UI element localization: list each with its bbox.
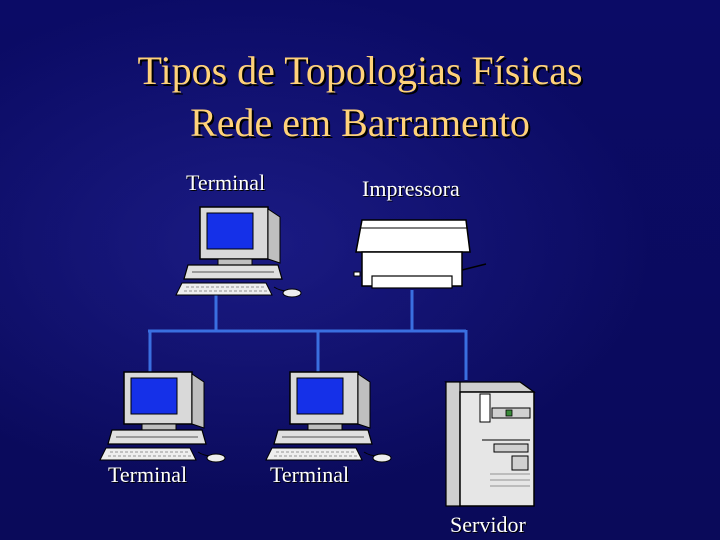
computer-terminal-icon	[175, 206, 302, 298]
server-label: Servidor	[450, 512, 526, 537]
bus-cable	[148, 290, 468, 380]
terminal-top-label: Terminal	[186, 170, 266, 195]
printer-label: Impressora	[362, 176, 460, 201]
printer-icon	[353, 219, 487, 289]
slide-title-line1: Tipos de Topologias Físicas	[137, 48, 583, 93]
server-tower-icon	[444, 381, 536, 507]
terminal-left-label: Terminal	[108, 462, 188, 487]
terminal-middle-label: Terminal	[270, 462, 350, 487]
computer-terminal-icon	[265, 371, 392, 463]
slide-title-line2: Rede em Barramento	[190, 100, 530, 145]
computer-terminal-icon	[99, 371, 226, 463]
